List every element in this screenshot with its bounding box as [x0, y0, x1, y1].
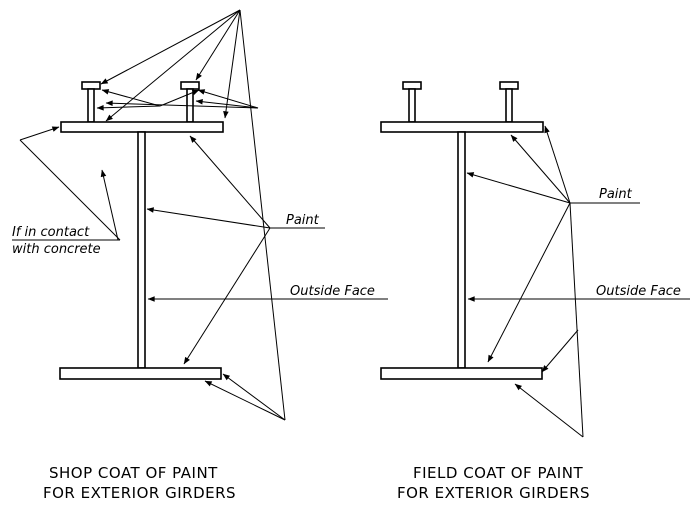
- field-coat-girder: [380, 81, 544, 380]
- label-contact-line2: with concrete: [12, 242, 101, 257]
- label-outside-face-shop: Outside Face: [290, 284, 375, 299]
- caption-shop-line2: FOR EXTERIOR GIRDERS: [43, 484, 236, 502]
- shop-labels: If in contact with concrete Paint Outsid…: [12, 213, 375, 502]
- field-labels: Paint Outside Face FIELD COAT OF PAINT F…: [397, 187, 681, 502]
- label-contact-line1: If in contact: [12, 225, 90, 240]
- shear-stud-left: [81, 81, 101, 123]
- field-leader-lines: [466, 125, 690, 438]
- bottom-flange: [59, 367, 222, 380]
- shear-stud-right: [180, 81, 200, 123]
- top-flange: [380, 121, 544, 133]
- label-paint-shop: Paint: [286, 213, 320, 228]
- shop-leader-lines: [12, 9, 388, 421]
- caption-field-line1: FIELD COAT OF PAINT: [413, 464, 583, 482]
- label-paint-field: Paint: [599, 187, 633, 202]
- shear-stud-right: [499, 81, 519, 123]
- girder-web: [137, 131, 146, 369]
- bottom-flange: [380, 367, 543, 380]
- girder-web: [457, 131, 466, 369]
- caption-field-line2: FOR EXTERIOR GIRDERS: [397, 484, 590, 502]
- label-outside-face-field: Outside Face: [596, 284, 681, 299]
- top-flange: [60, 121, 224, 133]
- caption-shop-line1: SHOP COAT OF PAINT: [49, 464, 218, 482]
- shear-stud-left: [402, 81, 422, 123]
